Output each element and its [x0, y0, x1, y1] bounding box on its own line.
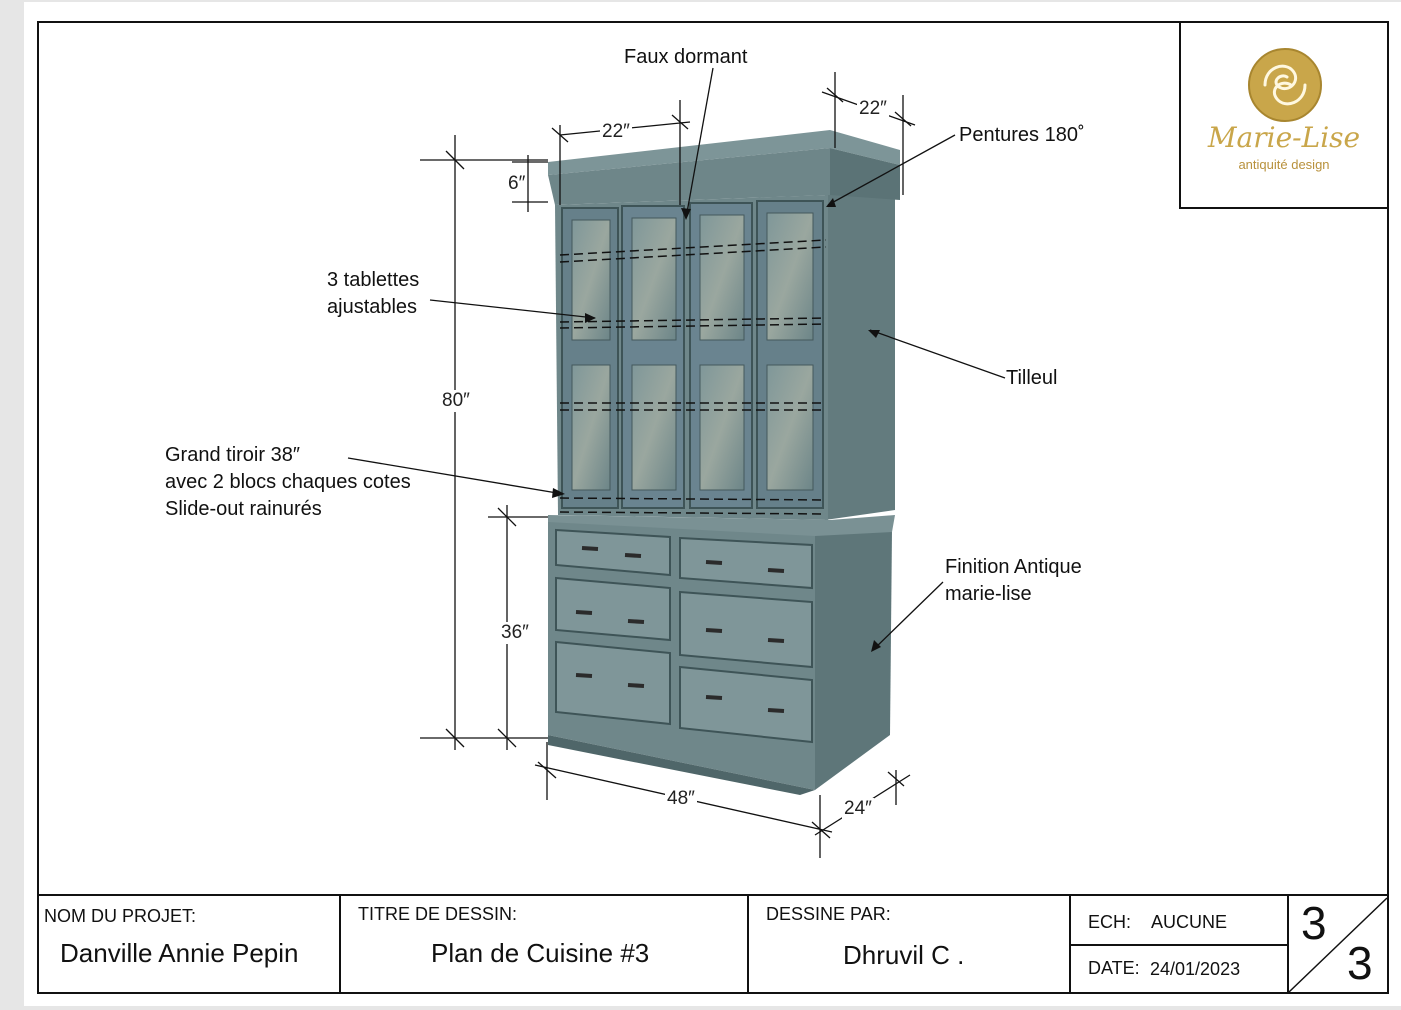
dim-depth: 24″	[842, 798, 874, 820]
logo-emblem-icon	[1248, 48, 1322, 122]
cabinet-cornice	[548, 130, 900, 175]
project-label: NOM DU PROJET:	[44, 906, 197, 926]
label-grand-tiroir: Grand tiroir 38″ avec 2 blocs chaques co…	[165, 442, 411, 523]
logo-tagline: antiquité design	[1238, 157, 1330, 172]
scale-value: AUCUNE	[1151, 912, 1228, 932]
title-block: NOM DU PROJET: Danville Annie Pepin TITR…	[37, 894, 1389, 994]
drawer-pulls	[575, 546, 785, 713]
date-label: DATE:	[1088, 958, 1140, 978]
project-cell: NOM DU PROJET: Danville Annie Pepin	[37, 896, 341, 994]
dim-top-width: 22″	[600, 121, 632, 143]
logo-box: Marie-Lise antiquité design	[1179, 21, 1389, 209]
drawn-by-label: DESSINE PAR:	[766, 904, 891, 924]
label-tiroir-line2: avec 2 blocs chaques cotes	[165, 471, 411, 493]
scale-label: ECH:	[1088, 912, 1132, 932]
label-tablettes-line2: ajustables	[327, 296, 418, 318]
label-tablettes-line1: 3 tablettes	[327, 269, 420, 291]
dim-height-base: 36″	[499, 622, 531, 644]
drawn-by-value: Dhruvil C .	[843, 940, 965, 970]
label-tablettes: 3 tablettes ajustables	[327, 267, 419, 321]
label-pentures: Pentures 180˚	[959, 124, 1085, 146]
sheet-number-cell: 3 3	[1289, 896, 1389, 994]
drawn-by-cell: DESSINE PAR: Dhruvil C .	[749, 896, 1071, 994]
label-faux-dormant: Faux dormant	[624, 46, 748, 68]
label-tilleul: Tilleul	[1006, 367, 1058, 389]
cabinet-side-upper	[825, 190, 895, 520]
label-tiroir-line1: Grand tiroir 38″	[165, 444, 300, 466]
cabinet-doors	[561, 200, 824, 509]
leader-arrowheads	[552, 198, 881, 652]
scale-date-cell: ECH: AUCUNE DATE: 24/01/2023	[1071, 896, 1289, 994]
sheet-divider	[1289, 897, 1388, 993]
sheet-number: 3	[1301, 897, 1327, 949]
label-finition-line2: marie-lise	[945, 583, 1032, 605]
label-finition: Finition Antique marie-lise	[945, 554, 1082, 608]
label-finition-line1: Finition Antique	[945, 556, 1082, 578]
label-tiroir-line3: Slide-out rainurés	[165, 498, 322, 520]
drawing-title-value: Plan de Cuisine #3	[431, 938, 650, 968]
dim-cornice: 6″	[506, 173, 528, 195]
leader-lines	[347, 67, 1006, 651]
shelf-lines	[559, 239, 827, 515]
logo-name: Marie-Lise	[1207, 121, 1361, 154]
drawing-title-cell: TITRE DE DESSIN: Plan de Cuisine #3	[341, 896, 749, 994]
dim-height-total: 80″	[440, 390, 472, 412]
cabinet-drawers	[555, 528, 813, 744]
sheet-total: 3	[1347, 937, 1373, 989]
drawing-title-label: TITRE DE DESSIN:	[358, 904, 518, 924]
date-value: 24/01/2023	[1150, 959, 1241, 979]
cabinet-side-lower	[815, 530, 892, 790]
dim-width: 48″	[665, 788, 697, 810]
project-value: Danville Annie Pepin	[60, 938, 299, 968]
drawing-frame	[37, 21, 1389, 994]
dim-side-depth-top: 22″	[857, 98, 889, 120]
